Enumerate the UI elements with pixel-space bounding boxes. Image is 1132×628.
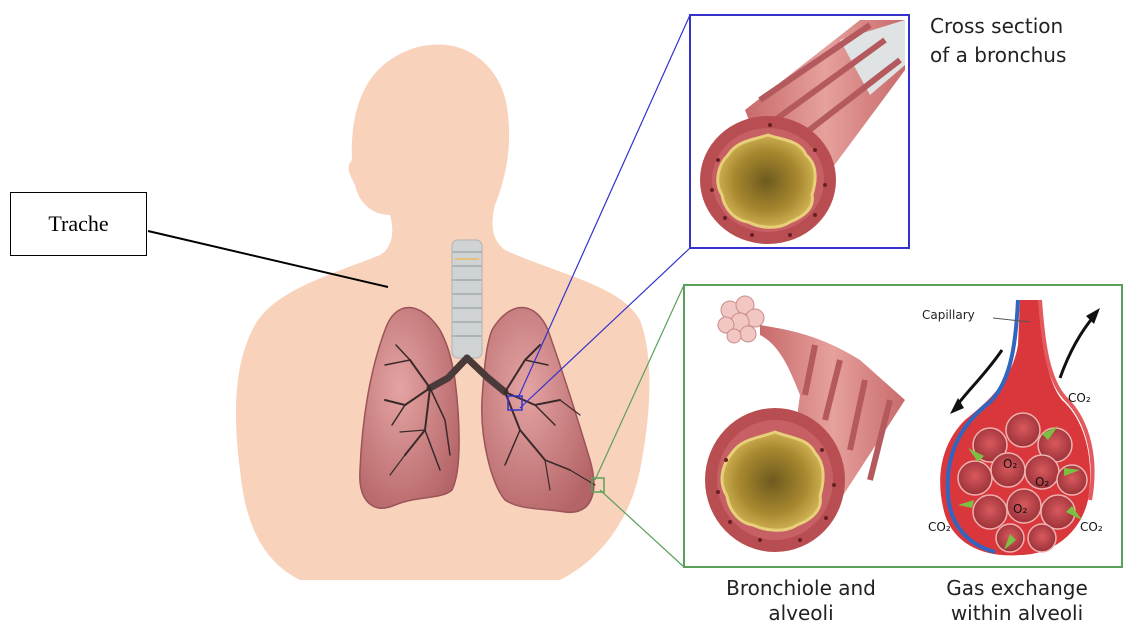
- o2-label-3: O₂: [1013, 502, 1027, 516]
- capillary-label: Capillary: [922, 308, 975, 322]
- cross-section-line1: Cross section: [930, 12, 1066, 41]
- cross-section-line2: of a bronchus: [930, 41, 1066, 70]
- gas-exchange-caption: Gas exchange within alveoli: [922, 576, 1112, 626]
- co2-label-right: CO₂: [1080, 520, 1103, 534]
- bronchiole-caption-line2: alveoli: [706, 601, 896, 626]
- trache-pointer-line: [148, 231, 388, 287]
- trachea: [452, 240, 482, 358]
- bronchiole-caption: Bronchiole and alveoli: [706, 576, 896, 626]
- bronchiole-caption-line1: Bronchiole and: [706, 576, 896, 601]
- co2-label-top: CO₂: [1068, 391, 1091, 405]
- trache-label: Trache: [10, 192, 147, 256]
- gas-exchange-caption-line1: Gas exchange: [922, 576, 1112, 601]
- o2-label-1: O₂: [1003, 457, 1017, 471]
- o2-label-2: O₂: [1035, 475, 1049, 489]
- co2-label-left: CO₂: [928, 520, 951, 534]
- gas-exchange-caption-line2: within alveoli: [922, 601, 1112, 626]
- cross-section-title: Cross section of a bronchus: [930, 12, 1066, 70]
